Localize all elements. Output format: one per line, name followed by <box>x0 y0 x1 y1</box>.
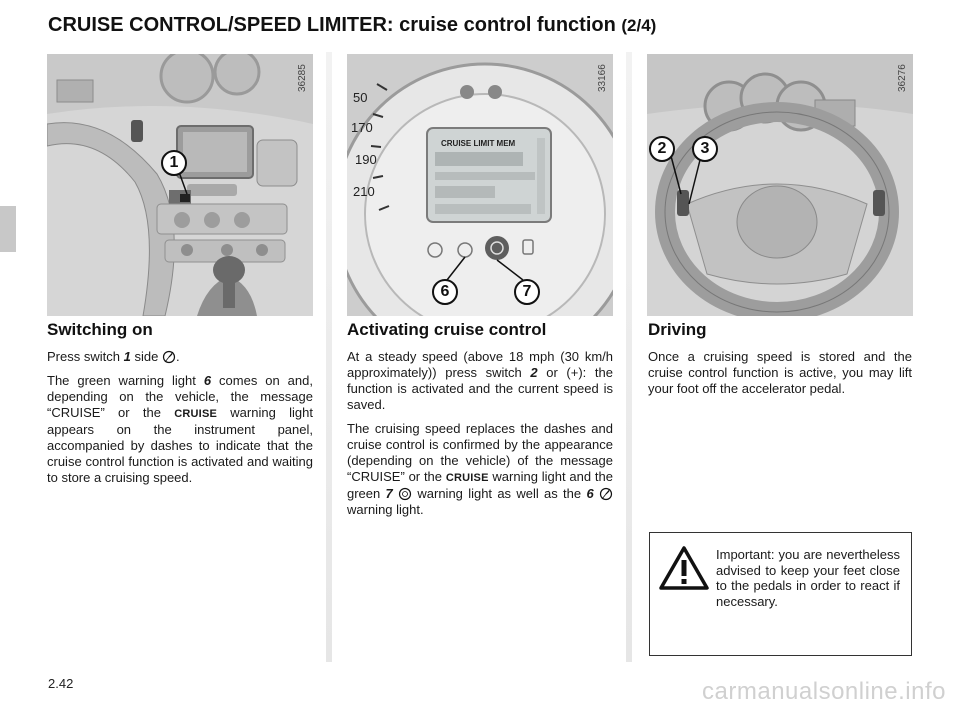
chapter-tab <box>0 206 16 252</box>
cruise-control-icon <box>162 350 176 364</box>
text-fragment: comes on and, depending on the vehicle, … <box>47 373 313 420</box>
column-divider <box>326 52 332 662</box>
text-fragment: The cruising speed replaces the dashes a… <box>347 421 613 484</box>
figure-reference: 33166 <box>597 64 608 92</box>
warning-light-reference: 6 <box>586 486 594 501</box>
warning-light-reference: 7 <box>385 486 393 501</box>
text-fragment: The green warning light <box>47 373 196 388</box>
cruise-warning-light-label: CRUISE <box>445 472 489 484</box>
speed-mark-190: 190 <box>355 152 377 167</box>
section-title-driving: Driving <box>648 320 707 339</box>
text-fragment: warning light as well as the <box>417 486 582 501</box>
figure-reference: 36285 <box>297 64 308 92</box>
speed-mark-210: 210 <box>353 184 375 199</box>
important-notice-text-wrap: Important: you are nevertheless advised … <box>658 547 900 609</box>
switching-on-paragraph-2: The green warning light 6 comes on and, … <box>47 373 313 486</box>
activating-paragraph-2: The cruising speed replaces the dashes a… <box>347 421 613 518</box>
callout-3: 3 <box>692 136 718 162</box>
text-fragment: warning light and the green <box>347 469 613 501</box>
speed-memory-icon <box>398 487 412 501</box>
figure-instrument-panel: 50 170 190 210 CRUISE LIMIT MEM 33166 6 … <box>347 54 613 316</box>
column-divider <box>626 52 632 662</box>
cruise-warning-light-label: CRUISE <box>174 408 218 420</box>
page-number: 2.42 <box>48 676 74 691</box>
page-title: CRUISE CONTROL/SPEED LIMITER: cruise con… <box>48 14 656 37</box>
section-title-switching-on: Switching on <box>47 320 153 339</box>
title-text: CRUISE CONTROL/SPEED LIMITER: cruise con… <box>48 14 616 36</box>
switch-reference: 1 <box>123 349 131 364</box>
callout-2: 2 <box>649 136 675 162</box>
speed-mark-50: 50 <box>353 90 367 105</box>
driving-paragraph-1: Once a cruising speed is stored and the … <box>648 349 912 396</box>
text-fragment: warning light appears on the instrument … <box>47 405 313 485</box>
lcd-modes: CRUISE LIMIT MEM <box>441 139 516 148</box>
text-fragment: Press switch <box>47 349 120 364</box>
watermark: carmanualsonline.info <box>702 678 946 705</box>
important-notice-box: Important: you are nevertheless advised … <box>649 532 912 656</box>
text-fragment: At a steady speed (above 18 mph (30 km/h… <box>347 349 613 380</box>
activating-paragraph-1: At a steady speed (above 18 mph (30 km/h… <box>347 349 613 413</box>
instrument-illustration: 50 170 190 210 CRUISE LIMIT MEM <box>347 54 613 316</box>
text-fragment: warning light. <box>347 502 424 517</box>
callout-6: 6 <box>432 279 458 305</box>
cruise-control-icon <box>599 487 613 501</box>
text-fragment: side <box>134 349 159 364</box>
text-fragment: or (+): the function is activated and th… <box>347 365 613 412</box>
speed-mark-170: 170 <box>351 120 373 135</box>
switching-on-paragraph-1: Press switch 1 side . <box>47 349 180 364</box>
console-illustration <box>47 54 313 316</box>
switch-reference: 2 <box>530 365 538 380</box>
driving-body: Once a cruising speed is stored and the … <box>648 349 912 405</box>
important-notice-text: Important: you are nevertheless advised … <box>716 547 900 609</box>
activating-body: At a steady speed (above 18 mph (30 km/h… <box>347 349 613 526</box>
warning-triangle-icon <box>659 546 709 590</box>
steering-wheel-illustration <box>647 54 913 316</box>
callout-7: 7 <box>514 279 540 305</box>
callout-1: 1 <box>161 150 187 176</box>
section-title-activating: Activating cruise control <box>347 320 547 339</box>
title-page-fraction: (2/4) <box>621 16 657 35</box>
figure-console: 36285 1 <box>47 54 313 316</box>
figure-reference: 36276 <box>897 64 908 92</box>
switching-on-body: Press switch 1 side . The green warning … <box>47 349 313 494</box>
figure-steering-wheel: 36276 2 3 <box>647 54 913 316</box>
warning-light-reference: 6 <box>203 373 212 388</box>
